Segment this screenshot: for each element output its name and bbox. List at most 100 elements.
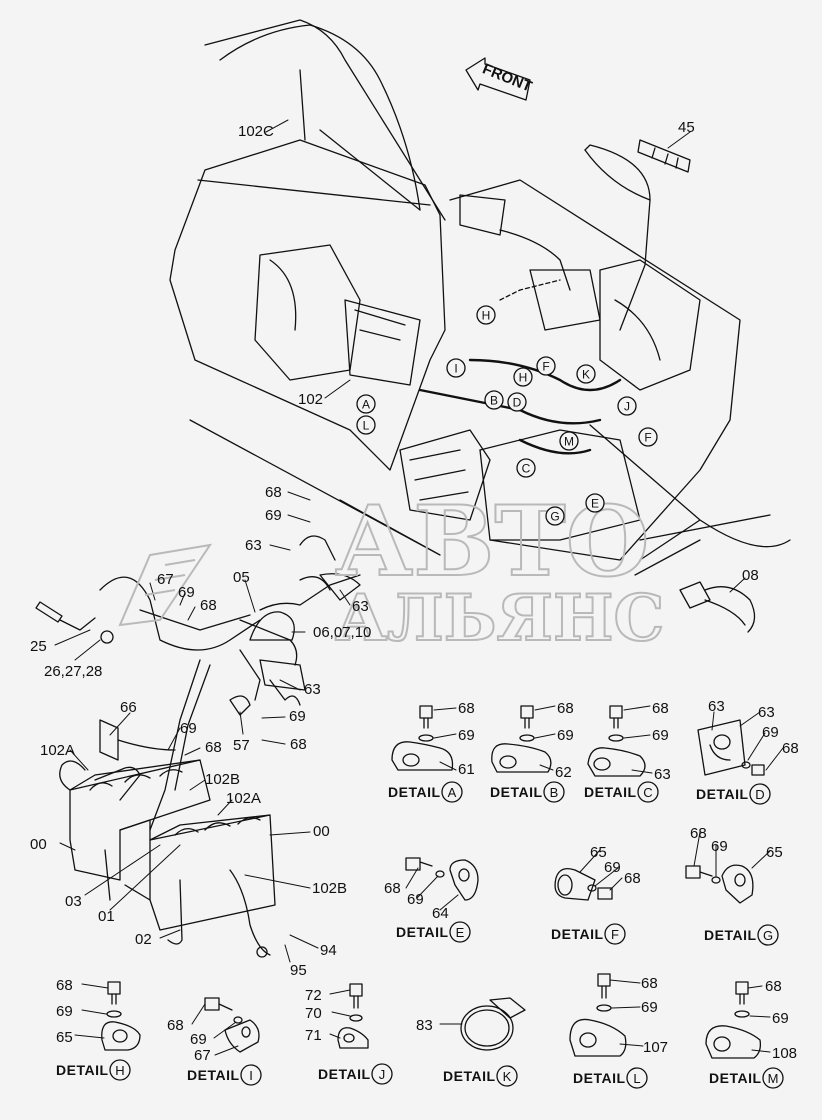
harness-marker-letter: G: [550, 510, 559, 524]
harness-marker-c: C: [516, 458, 536, 478]
harness-marker-e: E: [585, 493, 605, 513]
detail-c-hardware: [587, 705, 646, 777]
callout-00: 00: [30, 836, 47, 853]
detail-part-number: 69: [56, 1003, 73, 1020]
detail-part-number: 68: [652, 700, 669, 717]
callout-68: 68: [265, 484, 282, 501]
detail-part-number: 65: [590, 844, 607, 861]
callout-63: 63: [304, 681, 321, 698]
detail-part-number: 63: [758, 704, 775, 721]
harness-marker-letter: A: [362, 398, 370, 412]
detail-part-number: 69: [604, 859, 621, 876]
callout-102a: 102A: [40, 742, 75, 759]
detail-part-number: 72: [305, 987, 322, 1004]
detail-e-hardware: [405, 857, 479, 901]
battery-assembly: [59, 719, 276, 958]
harness-marker-d: D: [507, 392, 527, 412]
callout-69: 69: [289, 708, 306, 725]
callout-94: 94: [320, 942, 337, 959]
harness-marker-h: H: [476, 305, 496, 325]
detail-letter-circle: [762, 1067, 784, 1089]
detail-h-hardware: [101, 981, 141, 1051]
detail-l-hardware: [569, 973, 627, 1057]
detail-part-number: 69: [762, 724, 779, 741]
front-label: FRONT: [480, 60, 534, 95]
callout-26-27-28: 26,27,28: [44, 663, 102, 680]
callout-69: 69: [265, 507, 282, 524]
callout-08: 08: [742, 567, 759, 584]
detail-part-number: 68: [782, 740, 799, 757]
callout-03: 03: [65, 893, 82, 910]
harness-marker-f: F: [638, 427, 658, 447]
harness-marker-letter: K: [582, 368, 590, 382]
harness-marker-a: A: [356, 394, 376, 414]
detail-m-hardware: [705, 981, 762, 1059]
detail-a-hardware: [391, 705, 454, 771]
detail-caption: DETAIL: [443, 1068, 496, 1084]
detail-part-number: 63: [708, 698, 725, 715]
callouts: 45 102C 102 08 68 69 63 67 69 68 05 63 0…: [30, 119, 759, 979]
detail-f-hardware: [554, 867, 613, 901]
detail-letter-circle: [496, 1065, 518, 1087]
detail-part-number: 83: [416, 1017, 433, 1034]
detail-letter-circle: [240, 1064, 262, 1086]
callout-95: 95: [290, 962, 307, 979]
detail-part-number: 68: [56, 977, 73, 994]
detail-caption: DETAIL: [573, 1070, 626, 1086]
detail-part-number: 68: [167, 1017, 184, 1034]
callout-05: 05: [233, 569, 250, 586]
harness-marker-h: H: [513, 367, 533, 387]
detail-caption: DETAIL: [696, 786, 749, 802]
detail-letter: F: [611, 927, 619, 942]
detail-d-hardware: [697, 719, 765, 776]
harness-marker-f: F: [536, 356, 556, 376]
harness-marker-letter: F: [542, 360, 549, 374]
detail-part-number: 62: [555, 764, 572, 781]
callout-68: 68: [290, 736, 307, 753]
detail-j-hardware: [337, 983, 369, 1049]
detail-caption: DETAIL: [388, 784, 441, 800]
detail-letter: E: [456, 925, 465, 940]
detail-caption: DETAIL: [396, 924, 449, 940]
detail-part-number: 69: [711, 838, 728, 855]
detail-caption: DETAIL: [187, 1067, 240, 1083]
callout-01: 01: [98, 908, 115, 925]
detail-letter: I: [249, 1068, 253, 1083]
detail-part-number: 69: [190, 1031, 207, 1048]
harness-marker-letter: C: [522, 462, 531, 476]
detail-letter: L: [633, 1071, 640, 1086]
harness-marker-letter: H: [482, 309, 491, 323]
detail-caption: DETAIL: [551, 926, 604, 942]
detail-part-number: 68: [384, 880, 401, 897]
callout-66: 66: [120, 699, 137, 716]
watermark-line2: АЛЬЯНС: [335, 581, 664, 656]
detail-part-number: 68: [458, 700, 475, 717]
harness-marker-letter: I: [454, 362, 457, 376]
detail-caption: DETAIL: [56, 1062, 109, 1078]
detail-caption: DETAIL: [709, 1070, 762, 1086]
detail-letter-circle: [637, 781, 659, 803]
detail-part-number: 63: [654, 766, 671, 783]
leader-lines-callouts: [54, 119, 784, 1056]
front-arrow: [465, 57, 531, 101]
harness-marker-letter: D: [513, 396, 522, 410]
detail-caption: DETAIL: [490, 784, 543, 800]
harness-marker-letter: H: [519, 371, 528, 385]
callout-102: 102: [298, 391, 323, 408]
detail-letter-circle: [757, 924, 779, 946]
detail-part-number: 69: [652, 727, 669, 744]
harness-marker-j: J: [617, 396, 637, 416]
detail-part-number: 68: [765, 978, 782, 995]
detail-part-number: 69: [641, 999, 658, 1016]
detail-part-number: 68: [690, 825, 707, 842]
